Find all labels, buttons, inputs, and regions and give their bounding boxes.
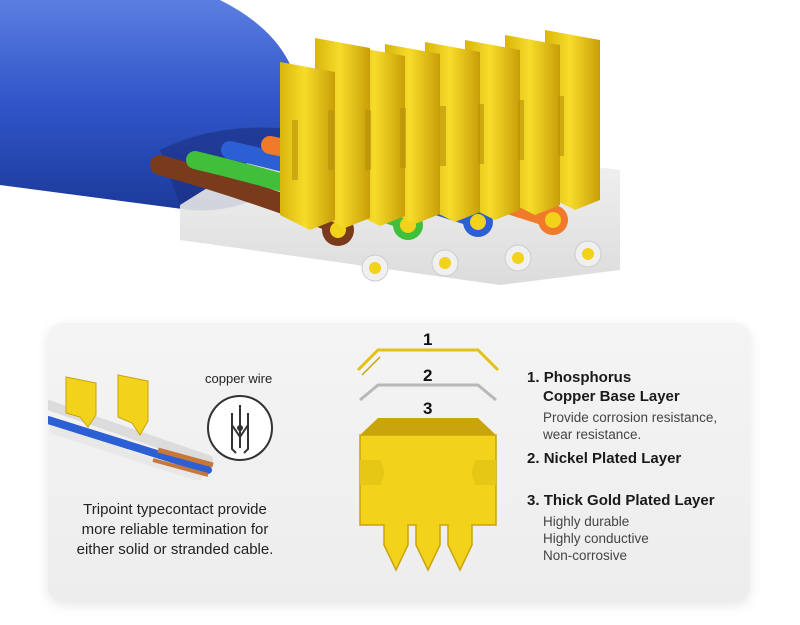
layer-item-3: 3. Thick Gold Plated Layer Highly durabl… xyxy=(527,491,715,564)
copper-wire-cross-section-icon xyxy=(207,395,273,461)
gold-contacts xyxy=(280,30,600,230)
caption-line: Tripoint typecontact provide xyxy=(83,501,267,518)
rj45-connector-illustration xyxy=(0,0,620,285)
layer-number: 3. xyxy=(527,492,540,509)
layer-number-3: 3 xyxy=(423,399,433,418)
tripoint-caption: Tripoint typecontact provide more reliab… xyxy=(60,500,290,560)
gold-contact-layer-diagram xyxy=(356,348,500,572)
layer-description: Provide corrosion resistance, xyxy=(543,410,718,425)
layer-description: Highly durable xyxy=(543,514,630,529)
contacts-on-wires-illustration xyxy=(48,374,214,480)
wire-ends-back xyxy=(361,240,602,282)
layer-number: 1. xyxy=(527,369,540,386)
layer-item-2: 2. Nickel Plated Layer xyxy=(527,449,681,468)
layer-description: Non-corrosive xyxy=(543,548,628,563)
layer-description: Highly conductive xyxy=(543,531,649,546)
layer-title: Copper Base Layer xyxy=(543,388,680,405)
layer-title: Nickel Plated Layer xyxy=(543,450,682,467)
layer-item-1: 1. Phosphorus Copper Base Layer Provide … xyxy=(527,368,717,443)
layer-number-1: 1 xyxy=(423,330,433,349)
layer-number-2: 2 xyxy=(423,366,433,385)
layer-title: Thick Gold Plated Layer xyxy=(543,492,715,509)
layer-title: Phosphorus xyxy=(543,369,632,386)
caption-line: more reliable termination for xyxy=(81,521,269,538)
caption-line: either solid or stranded cable. xyxy=(76,541,274,558)
copper-wire-label: copper wire xyxy=(205,371,273,386)
layer-number: 2. xyxy=(527,450,540,467)
layer-description: wear resistance. xyxy=(543,427,642,442)
